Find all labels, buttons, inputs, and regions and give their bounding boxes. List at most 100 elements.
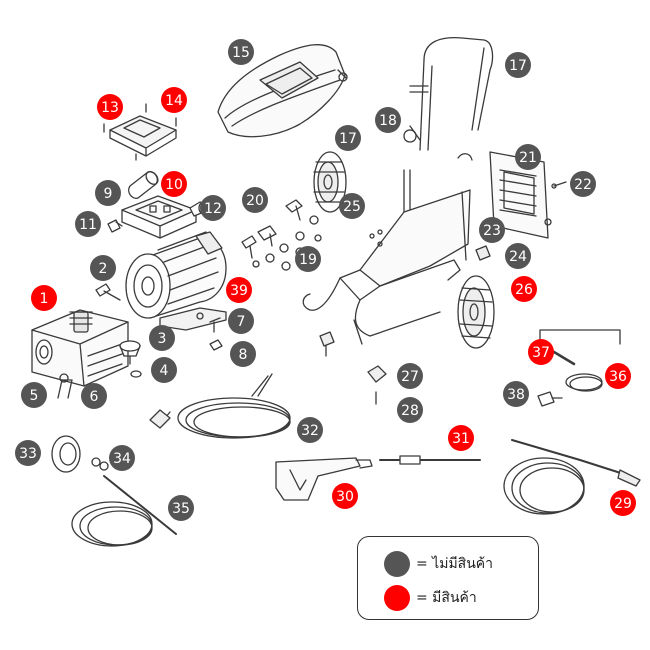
part-3-number: 3 xyxy=(158,331,167,347)
part-18-badge xyxy=(375,107,401,133)
part-12-badge xyxy=(200,195,226,221)
part-19-number: 19 xyxy=(299,252,317,268)
part-10-badge xyxy=(161,171,187,197)
part-30-number: 30 xyxy=(336,489,354,505)
part-31-number: 31 xyxy=(452,431,470,447)
foot-bracket-drawing xyxy=(319,331,335,357)
small-hose-drawing xyxy=(539,329,621,392)
part-29-badge xyxy=(610,490,636,516)
part-11-badge xyxy=(75,211,101,237)
part-22-badge xyxy=(570,171,596,197)
part-1-number: 1 xyxy=(40,291,49,307)
part-17-badge xyxy=(505,52,531,78)
part-36-number: 36 xyxy=(609,369,627,385)
grey-dot-icon xyxy=(384,551,410,577)
part-39-badge xyxy=(226,277,252,303)
part-23-badge xyxy=(479,217,505,243)
part-21-number: 21 xyxy=(519,150,537,166)
small-screw-drawing xyxy=(209,317,223,351)
part-27-number: 27 xyxy=(401,369,419,385)
pin-clip-drawing xyxy=(57,379,73,399)
part-17-badge xyxy=(335,125,361,151)
part-20-badge xyxy=(242,187,268,213)
part-32-number: 32 xyxy=(301,423,319,439)
part-9-number: 9 xyxy=(104,186,113,202)
part-4-number: 4 xyxy=(160,363,169,379)
lance-drawing xyxy=(379,455,481,465)
part-8-badge xyxy=(230,341,256,367)
legend: = ไม่มีสินค้า = มีสินค้า xyxy=(357,536,539,620)
red-dot-icon xyxy=(384,585,410,611)
motor-drawing xyxy=(125,231,227,331)
legend-unavailable-text: = ไม่มีสินค้า xyxy=(416,556,494,572)
wheel-large-drawing xyxy=(457,275,495,349)
part-37-badge xyxy=(528,339,554,365)
terminal-lid-drawing xyxy=(103,103,177,161)
o-ring-drawing xyxy=(130,370,142,378)
part-8-number: 8 xyxy=(239,347,248,363)
part-17-number: 17 xyxy=(339,131,357,147)
foot-drawing xyxy=(475,245,491,261)
part-25-number: 25 xyxy=(343,199,361,215)
part-38-badge xyxy=(503,381,529,407)
part-7-badge xyxy=(228,308,254,334)
part-2-number: 2 xyxy=(99,261,108,277)
part-14-badge xyxy=(161,87,187,113)
side-panel-drawing xyxy=(489,151,552,239)
garden-hose-drawing xyxy=(71,475,177,547)
part-38-number: 38 xyxy=(507,387,525,403)
part-19-badge xyxy=(295,246,321,272)
filter-cap-drawing xyxy=(51,435,81,473)
part-30-badge xyxy=(332,483,358,509)
part-37-number: 37 xyxy=(532,345,550,361)
part-35-number: 35 xyxy=(172,501,190,517)
legend-row-available: = มีสินค้า xyxy=(384,585,477,611)
frame-drawing xyxy=(302,36,494,345)
part-3-badge xyxy=(149,325,175,351)
legend-available-text: = มีสินค้า xyxy=(416,590,477,606)
part-31-badge xyxy=(448,425,474,451)
cover-hood-drawing xyxy=(217,44,348,138)
part-35-badge xyxy=(168,495,194,521)
part-13-badge xyxy=(97,94,123,120)
legend-row-unavailable: = ไม่มีสินค้า xyxy=(384,551,493,577)
part-18-number: 18 xyxy=(379,113,397,129)
unloader-knob-drawing xyxy=(119,340,141,365)
part-27-badge xyxy=(397,363,423,389)
part-32-badge xyxy=(297,417,323,443)
part-15-badge xyxy=(228,39,254,65)
part-23-number: 23 xyxy=(483,223,501,239)
part-28-number: 28 xyxy=(401,403,419,419)
fitting-38-drawing xyxy=(537,391,563,407)
pump-head-drawing xyxy=(31,309,129,387)
part-25-badge xyxy=(339,193,365,219)
part-6-number: 6 xyxy=(90,389,99,405)
part-15-number: 15 xyxy=(232,45,250,61)
part-5-number: 5 xyxy=(30,388,39,404)
part-33-badge xyxy=(15,440,41,466)
part-34-badge xyxy=(109,445,135,471)
terminal-box-drawing xyxy=(121,195,197,239)
clip-34-drawing xyxy=(91,457,109,471)
part-9-badge xyxy=(95,180,121,206)
part-6-badge xyxy=(81,383,107,409)
bolt-drawing xyxy=(95,283,121,301)
part-24-number: 24 xyxy=(509,249,527,265)
bracket-27-drawing xyxy=(367,365,387,405)
part-22-number: 22 xyxy=(574,177,592,193)
part-11-number: 11 xyxy=(79,217,97,233)
power-cord-drawing xyxy=(149,373,291,439)
capacitor-drawing xyxy=(128,171,159,199)
part-10-number: 10 xyxy=(165,177,183,193)
screw-22-drawing xyxy=(551,181,567,189)
fittings-drawing xyxy=(241,199,322,271)
part-4-badge xyxy=(151,357,177,383)
part-26-badge xyxy=(511,276,537,302)
part-26-number: 26 xyxy=(515,282,533,298)
part-7-number: 7 xyxy=(237,314,246,330)
part-12-number: 12 xyxy=(204,201,222,217)
part-36-badge xyxy=(605,363,631,389)
wheel-small-drawing xyxy=(313,151,347,213)
